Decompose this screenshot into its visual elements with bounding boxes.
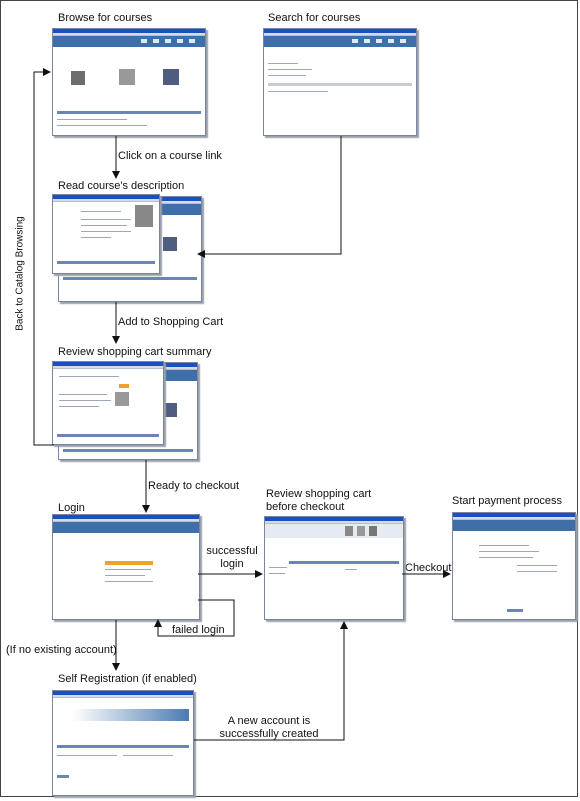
arrow-back-to-catalog <box>34 72 54 445</box>
arrow-search-to-read <box>198 136 341 254</box>
arrow-failed-login-loop <box>158 600 234 636</box>
arrow-registration-to-review-checkout <box>194 622 344 740</box>
